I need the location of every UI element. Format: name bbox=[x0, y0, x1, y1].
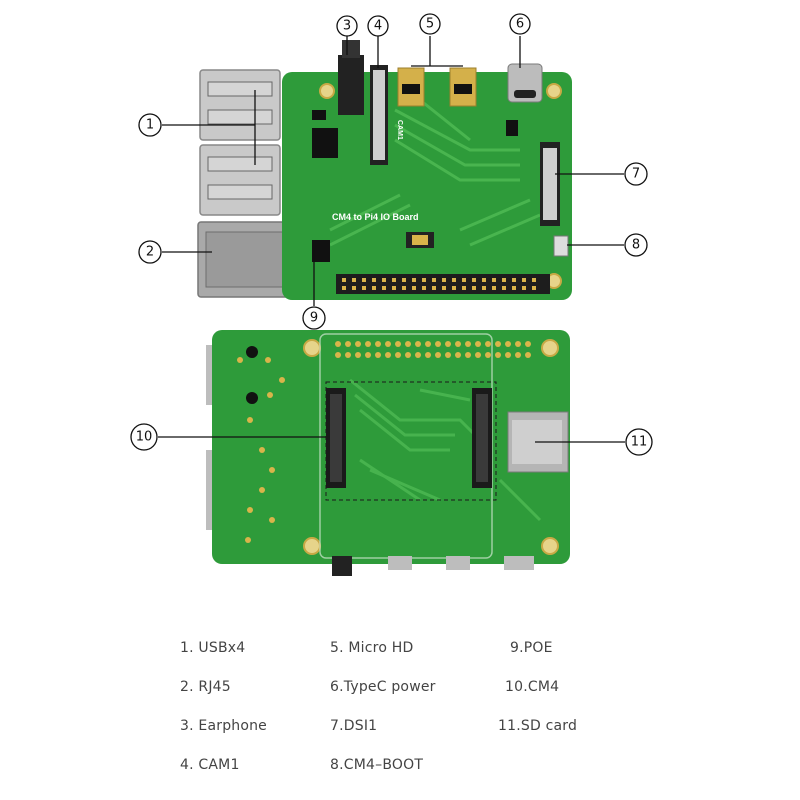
callout-9: 9 bbox=[310, 311, 318, 326]
legend-item-earphone: 3. Earphone bbox=[180, 718, 267, 734]
micro-hdmi-ports bbox=[397, 67, 477, 107]
top-pcb bbox=[282, 72, 572, 300]
callout-1: 1 bbox=[146, 118, 154, 133]
legend-item-cam1: 4. CAM1 bbox=[180, 757, 240, 773]
legend-item-cm4: 10.CM4 bbox=[505, 679, 560, 695]
callout-11: 11 bbox=[631, 435, 648, 450]
callout-5: 5 bbox=[426, 17, 434, 32]
bottom-board-view bbox=[206, 330, 570, 576]
callout-2: 2 bbox=[146, 245, 154, 260]
legend-item-typec-power: 6.TypeC power bbox=[330, 679, 436, 695]
usb-ports bbox=[199, 69, 281, 216]
cam-label: CAM1 bbox=[396, 120, 403, 140]
callout-lines bbox=[158, 36, 625, 443]
legend-item-rj45: 2. RJ45 bbox=[180, 679, 231, 695]
poe-header bbox=[312, 240, 330, 262]
top-board-view: CAM1 bbox=[197, 40, 572, 300]
legend-item-dsi1: 7.DSI1 bbox=[330, 718, 378, 734]
callout-3: 3 bbox=[343, 19, 351, 34]
callout-4: 4 bbox=[374, 19, 382, 34]
cm4-boot-switch bbox=[553, 235, 569, 257]
callout-8: 8 bbox=[632, 238, 640, 253]
callout-10: 10 bbox=[136, 430, 153, 445]
board-title: CM4 to Pi4 IO Board bbox=[332, 212, 419, 222]
callout-6: 6 bbox=[516, 17, 524, 32]
legend-item-poe: 9.POE bbox=[510, 640, 553, 656]
earphone-jack bbox=[338, 55, 364, 115]
callout-7: 7 bbox=[632, 167, 640, 182]
legend: 1. USBx4 2. RJ45 3. Earphone 4. CAM1 5. … bbox=[0, 628, 800, 788]
gpio-header bbox=[336, 274, 550, 294]
legend-item-micro-hd: 5. Micro HD bbox=[330, 640, 414, 656]
legend-item-usb: 1. USBx4 bbox=[180, 640, 246, 656]
legend-item-sd-card: 11.SD card bbox=[498, 718, 578, 734]
legend-item-cm4-boot: 8.CM4–BOOT bbox=[330, 757, 424, 773]
